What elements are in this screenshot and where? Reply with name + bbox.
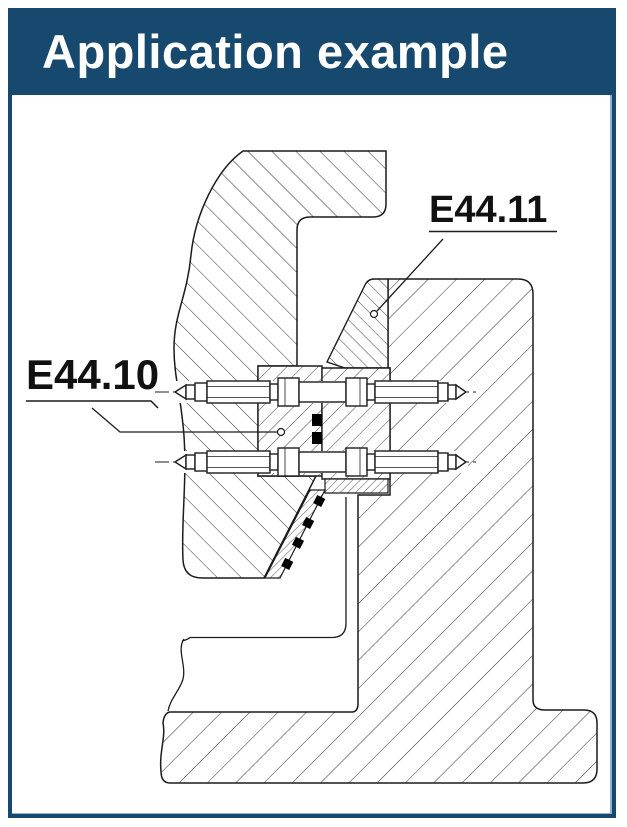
pin-assembly-upper — [155, 377, 478, 407]
callout-e44-11: E44.11 — [369, 189, 557, 319]
leader-line — [376, 238, 444, 312]
pin-tip-right — [455, 383, 468, 401]
wedge-part-e44-11 — [326, 278, 389, 369]
wear-band — [264, 489, 326, 579]
callout-e44-11-label: E44.11 — [429, 189, 547, 231]
seal-squares — [281, 414, 326, 570]
bushing-right — [345, 447, 368, 477]
cavity-edges — [167, 497, 347, 712]
pin-tip-right — [455, 453, 468, 471]
callout-underline — [26, 400, 159, 409]
dense-strip — [324, 478, 389, 494]
callout-e44-10: E44.10 — [26, 351, 286, 437]
bushing-left — [277, 377, 300, 407]
page-title: Application example — [42, 25, 509, 78]
leader-dot — [369, 309, 379, 319]
header-banner: Application example — [8, 8, 612, 95]
right-frame-section — [159, 278, 598, 784]
leader-dot — [276, 427, 286, 437]
bushing-left — [277, 447, 300, 477]
leader-line — [91, 407, 277, 433]
callout-e44-10-label: E44.10 — [26, 351, 159, 398]
bushing-right — [345, 377, 368, 407]
pin-assembly-lower — [155, 447, 478, 477]
